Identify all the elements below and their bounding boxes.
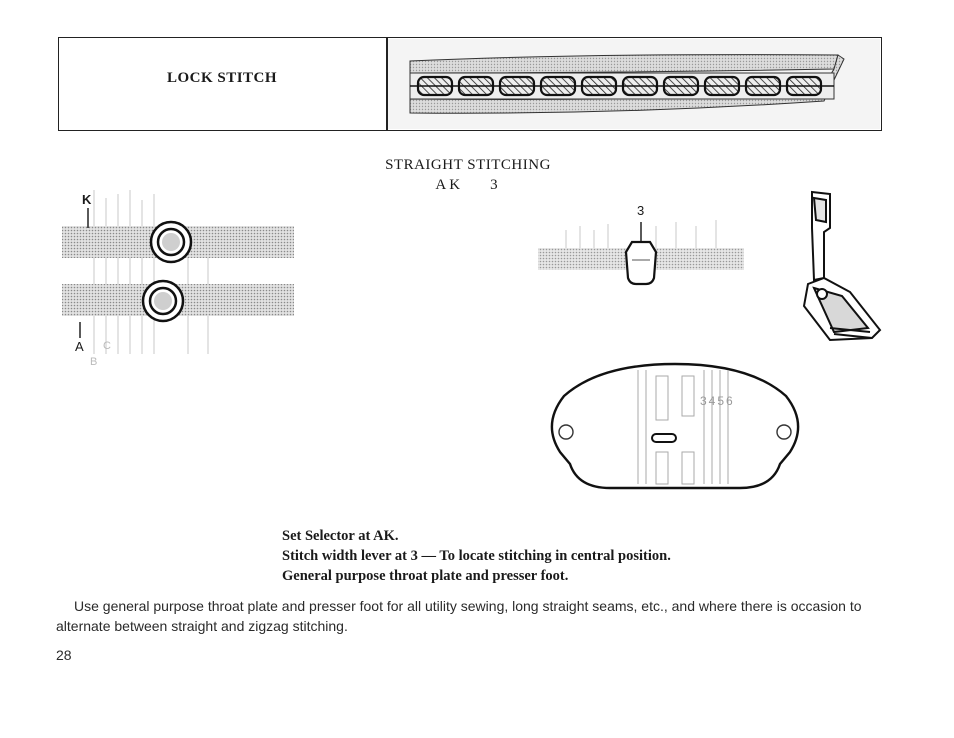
selector-label-a: A: [75, 339, 84, 354]
selector-label-b: B: [90, 356, 98, 368]
width-marker-label: 3: [637, 203, 645, 218]
width-lever-knob: [624, 240, 658, 286]
throat-plate-scale-label: 3456: [700, 394, 735, 408]
throat-plate-illustration: [540, 360, 810, 492]
page-number: 28: [56, 647, 72, 663]
selector-label-c: C: [103, 340, 111, 352]
instruction-line-2: Stitch width lever at 3 — To locate stit…: [282, 548, 671, 564]
instruction-line-3: General purpose throat plate and presser…: [282, 568, 569, 584]
selector-dial-diagram: [58, 190, 298, 370]
width-number: 3: [490, 177, 501, 193]
selector-knob-top: [149, 220, 193, 264]
body-paragraph: Use general purpose throat plate and pre…: [56, 598, 862, 634]
width-lever-diagram: [536, 200, 746, 296]
stitch-type-title: LOCK STITCH: [166, 70, 278, 86]
instruction-line-1: Set Selector at AK.: [282, 528, 399, 544]
section-setting-code: AK 3: [0, 177, 936, 194]
section-title: STRAIGHT STITCHING: [385, 157, 551, 173]
selector-letters: AK: [435, 177, 464, 193]
stitch-header-box: [58, 37, 882, 131]
presser-foot-illustration: [790, 188, 890, 348]
header-divider: [386, 37, 388, 131]
selector-label-k: K: [82, 192, 92, 207]
lock-stitch-illustration: [388, 39, 880, 129]
selector-knob-bottom: [141, 279, 185, 323]
